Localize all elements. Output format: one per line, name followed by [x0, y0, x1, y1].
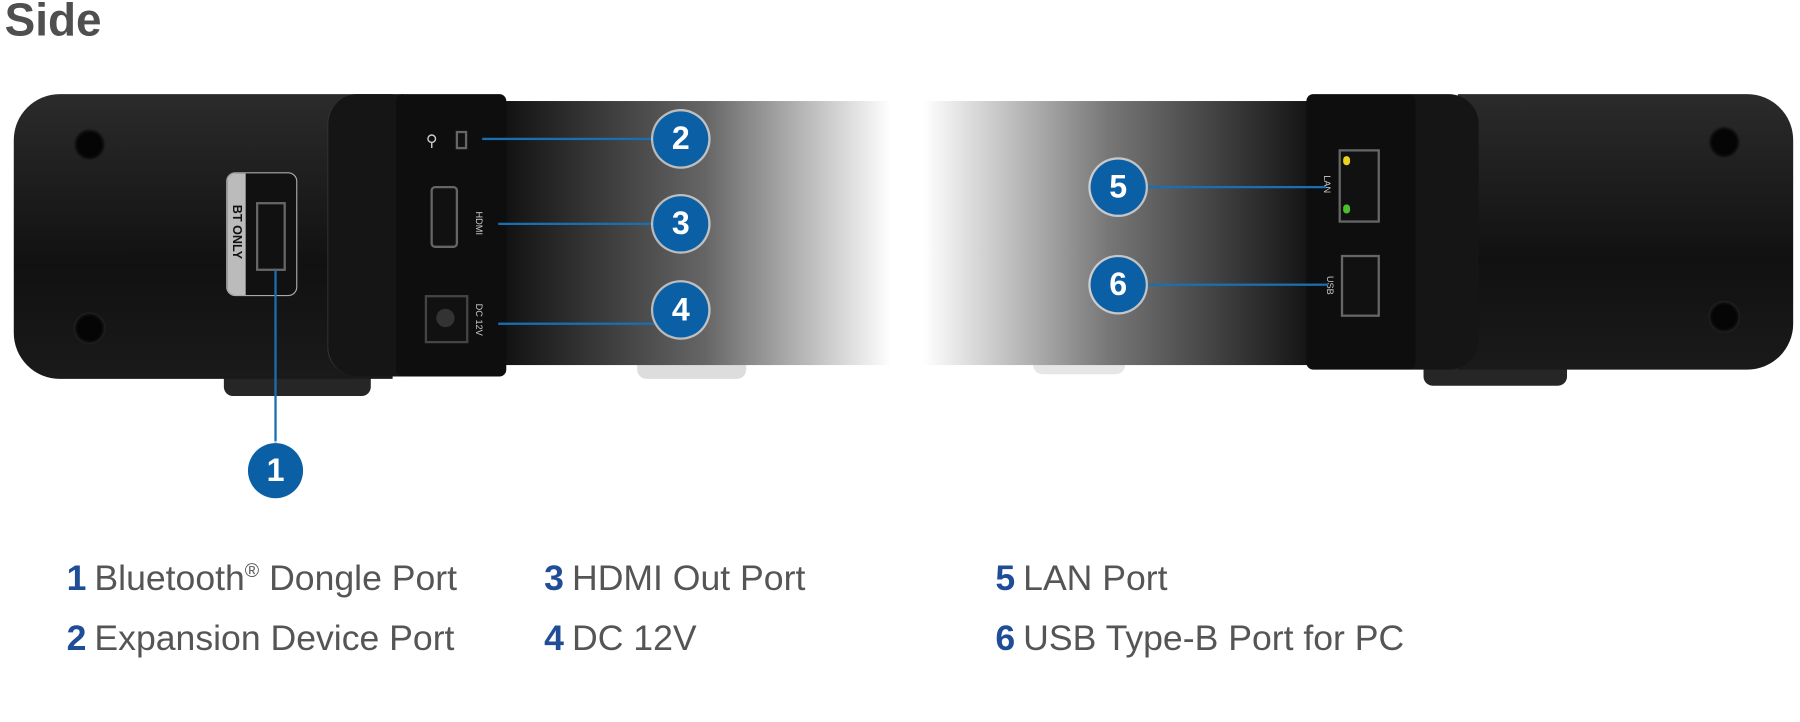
- device-left-cap: [327, 94, 403, 377]
- hdmi-port: [430, 185, 459, 248]
- callout-3: 3: [653, 196, 709, 252]
- callout-line-3: [498, 222, 655, 226]
- callout-line-2: [482, 137, 655, 141]
- dc-port: [424, 295, 469, 344]
- lan-label: LAN: [1321, 175, 1333, 194]
- page-title: Side: [4, 0, 102, 46]
- legend-label-suffix: Dongle Port: [259, 557, 458, 599]
- legend-number: 5: [995, 557, 1016, 599]
- usb-b-port: [1340, 254, 1380, 317]
- callout-2: 2: [653, 111, 709, 167]
- callout-5: 5: [1090, 159, 1146, 215]
- callout-4: 4: [653, 282, 709, 338]
- device-foot-center-left: [637, 361, 747, 379]
- callout-6: 6: [1090, 257, 1146, 313]
- dc-label: DC 12V: [473, 303, 484, 336]
- bluetooth-dongle-port: BT ONLY: [226, 172, 298, 297]
- legend-label: Expansion Device Port: [94, 617, 455, 658]
- legend-label: HDMI Out Port: [571, 557, 806, 599]
- device-foot-right: [1423, 367, 1568, 386]
- device-foot-left: [223, 373, 371, 397]
- callout-line-4: [498, 322, 655, 325]
- screw-hole: [1708, 300, 1741, 333]
- lan-led-green: [1343, 204, 1351, 214]
- screw-hole: [1708, 126, 1741, 159]
- bt-only-label: BT ONLY: [229, 204, 244, 260]
- device-middle-fade: [505, 101, 1309, 366]
- antenna-icon: ⚲: [425, 130, 438, 150]
- callout-line-6: [1142, 283, 1329, 286]
- device-right-end: [1457, 94, 1794, 370]
- expansion-port: [455, 130, 468, 150]
- screw-hole: [73, 312, 106, 345]
- legend-label: DC 12V: [571, 617, 697, 658]
- registered-mark: ®: [244, 559, 260, 582]
- legend-number: 2: [66, 617, 87, 658]
- legend-label: LAN Port: [1023, 557, 1168, 599]
- legend-number: 3: [544, 557, 564, 599]
- right-port-panel: LAN USB: [1306, 94, 1416, 370]
- legend-number: 1: [66, 557, 87, 599]
- lan-port: [1338, 149, 1380, 223]
- lan-led-yellow: [1343, 156, 1351, 166]
- usb-a-socket: [256, 202, 286, 271]
- callout-line-1: [274, 269, 277, 445]
- left-port-panel: ⚲ HDMI DC 12V: [396, 94, 507, 377]
- screw-hole: [73, 128, 106, 161]
- callout-line-5: [1142, 185, 1326, 189]
- hdmi-label: HDMI: [473, 211, 485, 236]
- legend-number: 4: [544, 617, 564, 658]
- legend-label: USB Type-B Port for PC: [1023, 617, 1405, 658]
- callout-1: 1: [247, 443, 304, 499]
- device-right-cap: [1409, 94, 1479, 370]
- legend-number: 6: [995, 617, 1016, 658]
- legend-label: Bluetooth: [94, 557, 245, 599]
